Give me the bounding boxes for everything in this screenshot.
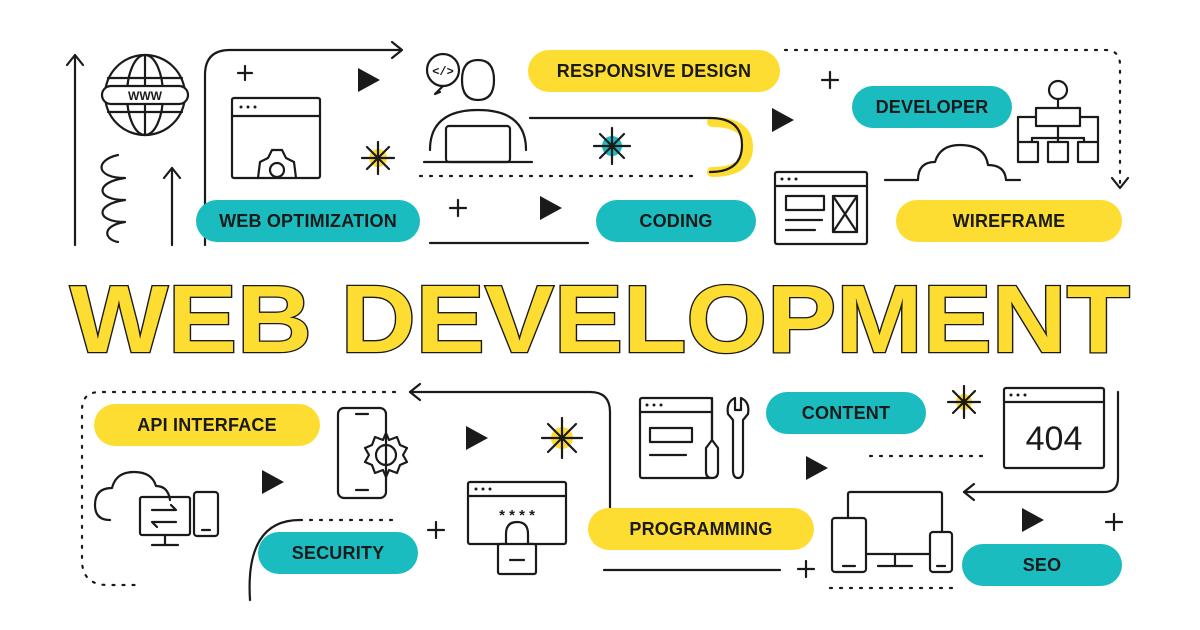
globe-icon: WWW xyxy=(100,53,190,137)
dotted-line xyxy=(80,390,397,587)
connector-line xyxy=(528,116,744,174)
label-wireframe: WIREFRAME xyxy=(896,200,1122,242)
label-content: CONTENT xyxy=(766,392,926,434)
sparkle-icon xyxy=(540,416,584,460)
plus-icon xyxy=(236,64,254,82)
cloud-icon xyxy=(883,143,1022,182)
sitemap-icon xyxy=(1016,79,1100,164)
play-icon xyxy=(466,426,488,450)
spring-icon xyxy=(100,153,127,244)
error-code-text: 404 xyxy=(1026,420,1083,458)
www-label: WWW xyxy=(128,89,163,103)
down-arrow-icon xyxy=(1110,176,1130,190)
left-arrow-icon xyxy=(408,382,422,402)
plus-icon xyxy=(426,520,446,540)
page-title: WEB DEVELOPMENT xyxy=(70,272,1130,372)
label-seo: SEO xyxy=(962,544,1122,586)
connector-line xyxy=(248,518,302,602)
headline-svg: WEB DEVELOPMENT xyxy=(69,272,1132,372)
label-programming: PROGRAMMING xyxy=(588,508,814,550)
connector-line xyxy=(962,390,1120,494)
dotted-line xyxy=(783,48,1122,187)
plus-icon xyxy=(820,70,840,90)
mobile-settings-icon xyxy=(336,406,409,500)
left-arrow-icon xyxy=(962,482,976,502)
sparkle-icon xyxy=(946,384,982,420)
sparkle-icon xyxy=(360,140,396,176)
plus-icon xyxy=(448,198,468,218)
plus-icon xyxy=(796,559,816,579)
developer-icon: </> xyxy=(422,52,534,164)
play-icon xyxy=(772,108,794,132)
play-icon xyxy=(262,470,284,494)
browser-gear-icon xyxy=(230,96,322,180)
label-responsive-design: RESPONSIVE DESIGN xyxy=(528,50,780,92)
play-icon xyxy=(1022,508,1044,532)
connector-line xyxy=(203,48,402,247)
label-security: SECURITY xyxy=(258,532,418,574)
play-icon xyxy=(358,68,380,92)
connector-line xyxy=(408,390,612,542)
sparkle-icon xyxy=(592,126,632,166)
devices-icon xyxy=(830,490,954,574)
cloud-sync-icon xyxy=(93,470,220,547)
play-icon xyxy=(540,196,562,220)
label-coding: CODING xyxy=(596,200,756,242)
yellow-curve xyxy=(707,117,753,177)
up-arrow-icon xyxy=(162,166,182,247)
code-label: </> xyxy=(432,65,454,79)
label-api-interface: API INTERFACE xyxy=(94,404,320,446)
wrench-screwdriver-icon xyxy=(704,396,750,480)
wireframe-window-icon xyxy=(773,170,869,246)
label-developer: DEVELOPER xyxy=(852,86,1012,128)
error-404-window-icon: 404 xyxy=(1002,386,1106,470)
up-arrow-icon xyxy=(65,53,85,247)
browser-tools-icon xyxy=(638,396,714,480)
plus-icon xyxy=(1104,512,1124,532)
play-icon xyxy=(806,456,828,480)
lock-icon xyxy=(496,520,538,576)
password-mask-text: * * * * xyxy=(499,507,535,524)
label-web-optimization: WEB OPTIMIZATION xyxy=(196,200,420,242)
right-arrow-icon xyxy=(390,40,404,60)
